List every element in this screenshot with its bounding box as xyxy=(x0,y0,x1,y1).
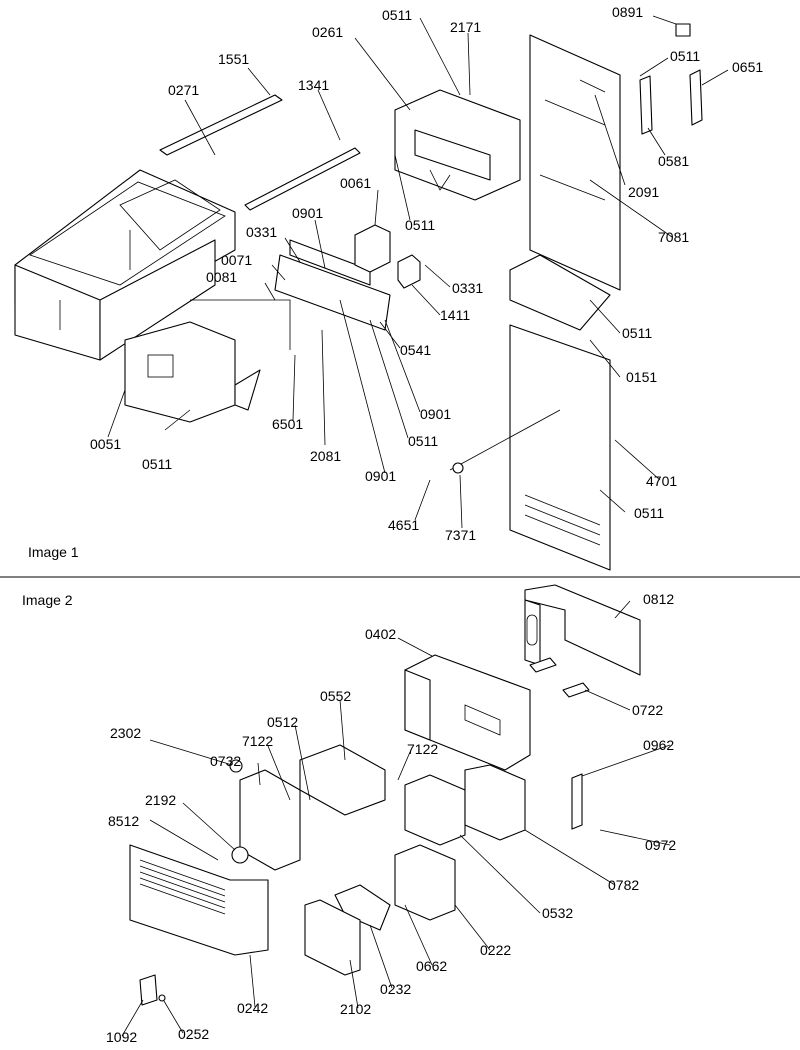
bracket-0812 xyxy=(524,584,641,676)
callout-0901: 0901 xyxy=(365,468,396,484)
callout-0242: 0242 xyxy=(237,1000,268,1016)
callout-2081: 2081 xyxy=(310,448,341,464)
callout-0232: 0232 xyxy=(380,981,411,997)
callout-0331: 0331 xyxy=(452,280,483,296)
callout-0732: 0732 xyxy=(210,753,241,769)
clamp-7371 xyxy=(452,462,464,474)
callout-labels: 0891 0511 2171 0261 1551 1341 0271 0511 … xyxy=(90,4,763,1045)
callout-4701: 4701 xyxy=(646,473,677,489)
callout-2091: 2091 xyxy=(628,184,659,200)
callout-0532: 0532 xyxy=(542,905,573,921)
callout-0552: 0552 xyxy=(320,688,351,704)
box-0532 xyxy=(404,774,466,846)
section-title-image-2: Image 2 xyxy=(22,592,73,608)
callout-0662: 0662 xyxy=(416,958,447,974)
tube-7371 xyxy=(449,409,561,471)
callout-7371: 7371 xyxy=(445,527,476,543)
switch-2192 xyxy=(231,846,249,864)
cover-0151 xyxy=(509,254,611,331)
leader-lines-1 xyxy=(107,15,729,529)
screw-0252 xyxy=(158,994,166,1002)
callout-0222: 0222 xyxy=(480,942,511,958)
callout-0071: 0071 xyxy=(221,252,252,268)
part-0581 xyxy=(639,75,653,135)
callout-2102: 2102 xyxy=(340,1001,371,1017)
housing-0402 xyxy=(404,654,531,771)
callout-0901: 0901 xyxy=(292,205,323,221)
callout-0782: 0782 xyxy=(608,877,639,893)
leader-lines-2 xyxy=(121,600,671,1037)
callout-0151: 0151 xyxy=(626,369,657,385)
plate-2102 xyxy=(304,899,361,976)
image-1-assembly xyxy=(14,15,729,571)
rear-panel xyxy=(529,34,621,291)
rail-1551 xyxy=(159,94,283,156)
callout-7122: 7122 xyxy=(407,741,438,757)
callout-0511: 0511 xyxy=(405,217,435,233)
callout-2192: 2192 xyxy=(145,792,176,808)
callout-0901: 0901 xyxy=(420,406,451,422)
callout-0051: 0051 xyxy=(90,436,121,452)
callout-0581: 0581 xyxy=(658,153,689,169)
section-title-image-1: Image 1 xyxy=(28,544,79,560)
callout-0271: 0271 xyxy=(168,82,199,98)
callout-7081: 7081 xyxy=(658,229,689,245)
callout-7122: 7122 xyxy=(242,733,273,749)
callout-1341: 1341 xyxy=(298,77,329,93)
callout-1551: 1551 xyxy=(218,51,249,67)
callout-2171: 2171 xyxy=(450,19,481,35)
callout-0331: 0331 xyxy=(246,224,277,240)
callout-0891: 0891 xyxy=(612,4,643,20)
callout-0651: 0651 xyxy=(732,59,763,75)
callout-6501: 6501 xyxy=(272,416,303,432)
housing-0732 xyxy=(239,769,301,871)
callout-2302: 2302 xyxy=(110,725,141,741)
callout-0252: 0252 xyxy=(178,1026,209,1042)
callout-0081: 0081 xyxy=(206,269,237,285)
callout-0511: 0511 xyxy=(142,456,172,472)
box-0222 xyxy=(394,844,456,921)
part-0891 xyxy=(675,23,691,37)
callout-1092: 1092 xyxy=(106,1029,137,1045)
bracket-0552 xyxy=(299,744,386,816)
panel-4701 xyxy=(509,324,611,571)
callout-0812: 0812 xyxy=(643,591,674,607)
callout-0512: 0512 xyxy=(267,714,298,730)
callout-0402: 0402 xyxy=(365,626,396,642)
ice-bin xyxy=(14,169,236,361)
image-2-assembly xyxy=(121,584,671,1037)
frame-0782 xyxy=(464,764,526,841)
callout-0511: 0511 xyxy=(634,505,664,521)
callout-4651: 4651 xyxy=(388,517,419,533)
rail-1341 xyxy=(244,147,361,211)
ice-maker xyxy=(394,89,521,201)
actuator-0962 xyxy=(571,773,583,830)
callout-0972: 0972 xyxy=(645,837,676,853)
pins-0722 xyxy=(529,657,557,673)
callout-0511: 0511 xyxy=(670,48,700,64)
callout-0511: 0511 xyxy=(408,433,438,449)
callout-1411: 1411 xyxy=(440,307,470,323)
motor-0061 xyxy=(354,224,421,289)
callout-0261: 0261 xyxy=(312,24,343,40)
callout-0962: 0962 xyxy=(643,737,674,753)
bracket-0901 xyxy=(274,239,391,331)
callout-0722: 0722 xyxy=(632,702,663,718)
part-1092 xyxy=(139,974,158,1006)
cover-0242 xyxy=(129,844,269,956)
callout-0511: 0511 xyxy=(382,7,412,23)
callout-8512: 8512 xyxy=(108,813,139,829)
callout-0511: 0511 xyxy=(622,325,652,341)
callout-0061: 0061 xyxy=(340,175,371,191)
callout-0541: 0541 xyxy=(400,342,431,358)
duct-0051 xyxy=(124,299,291,423)
knob-2302 xyxy=(229,759,243,773)
part-0651 xyxy=(689,69,703,126)
